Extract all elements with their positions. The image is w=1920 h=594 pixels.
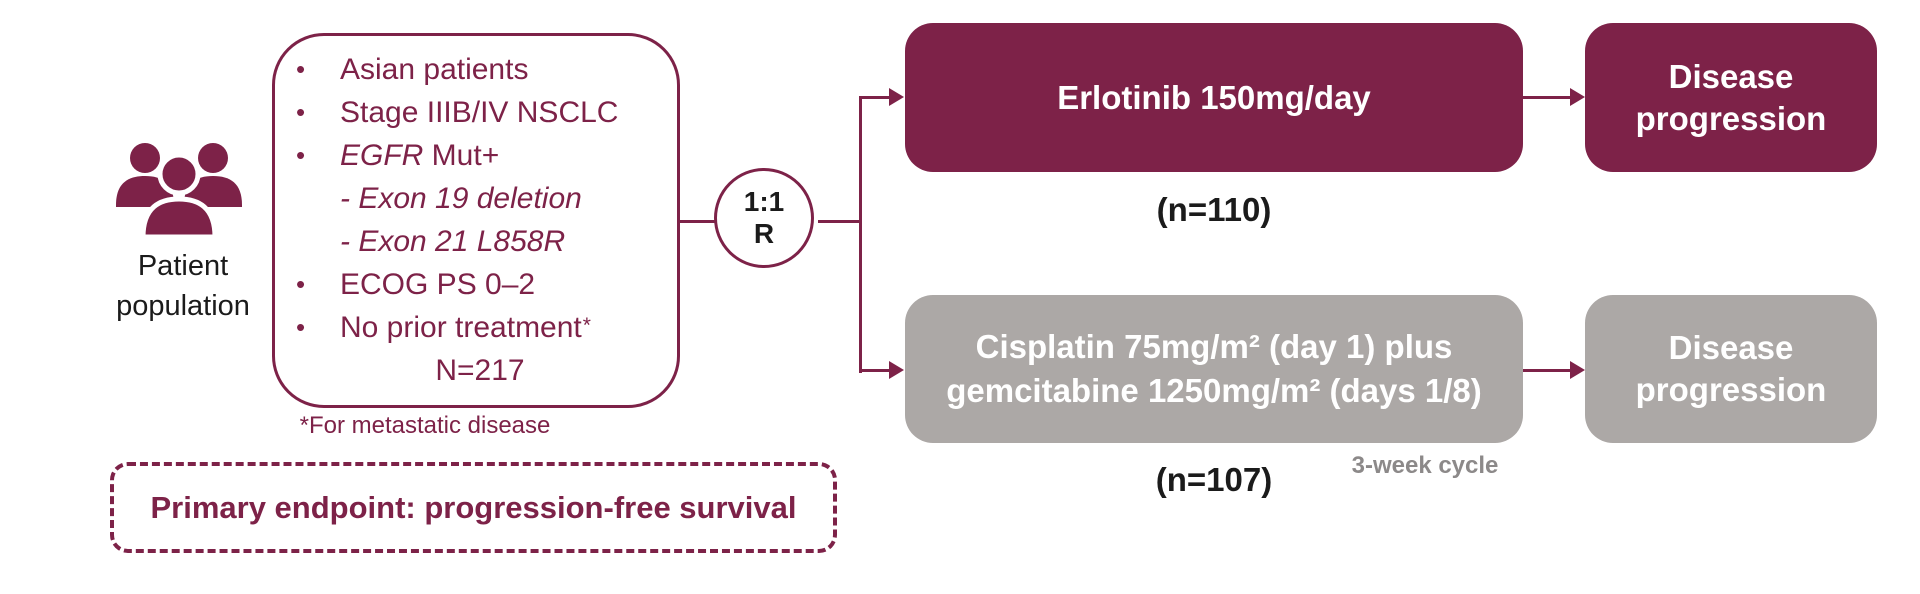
asterisk-footnote-marker: * (582, 313, 591, 337)
chemo-outcome-arrow-line (1523, 369, 1571, 372)
randomization-ratio: 1:1 (743, 186, 785, 217)
eligibility-item-text: Stage IIIB/IV NSCLC (340, 95, 619, 129)
erlotinib-outcome-box: Disease progression (1585, 23, 1877, 172)
eligibility-item-ecog: • ECOG PS 0–2 (296, 263, 664, 306)
erlotinib-arm-n: (n=110) (1156, 191, 1272, 228)
eligibility-item-egfr: • EGFR Mut+ (296, 134, 664, 177)
metastatic-disease-footnote: *For metastatic disease (299, 412, 551, 439)
eligibility-total-n-text: N=217 (435, 353, 525, 387)
patient-population-label: Patient population (83, 246, 283, 326)
chemo-arm-n: (n=107) (1155, 461, 1273, 498)
people-group-icon (116, 143, 242, 240)
connector-line-circle-to-branch (818, 220, 861, 223)
bullet-icon: • (296, 54, 306, 84)
eligibility-item-asian-patients: • Asian patients (296, 48, 664, 91)
eligibility-total-n: N=217 (296, 349, 664, 392)
eligibility-subitem-exon21: - Exon 21 L858R (296, 220, 664, 263)
patient-population-label-line1: Patient (137, 250, 229, 282)
eligibility-item-text: Mut+ (423, 138, 500, 172)
eligibility-item-text: No prior treatment (340, 310, 582, 344)
eligibility-subitem-exon19: - Exon 19 deletion (296, 177, 664, 220)
chemo-outcome-label: Disease progression (1635, 329, 1827, 408)
patient-population-label-line2: population (116, 290, 250, 322)
arrowhead-top-branch-icon (889, 88, 904, 106)
chemo-arm-box: Cisplatin 75mg/m² (day 1) plus gemcitabi… (905, 295, 1523, 443)
branch-vertical-line (859, 96, 862, 373)
erlotinib-outcome-label: Disease progression (1635, 57, 1827, 137)
eligibility-item-text: ECOG PS 0–2 (340, 267, 536, 301)
arrowhead-bottom-branch-icon (889, 361, 904, 379)
randomization-circle: 1:1 R (714, 168, 814, 268)
erlotinib-outcome-arrow-line (1523, 96, 1571, 99)
eligibility-criteria-box (272, 33, 680, 408)
randomization-r-label: R (753, 218, 775, 249)
bullet-icon: • (296, 312, 306, 342)
primary-endpoint-label: Primary endpoint: progression-free survi… (150, 489, 797, 525)
eligibility-item-text: Asian patients (340, 52, 529, 86)
bullet-icon: • (296, 269, 306, 299)
eligibility-item-egfr-gene: EGFR (340, 138, 424, 172)
bullet-icon: • (296, 140, 306, 170)
eligibility-item-stage: • Stage IIIB/IV NSCLC (296, 91, 664, 134)
eligibility-subitem-text: - Exon 21 L858R (340, 224, 566, 258)
erlotinib-arm-box: Erlotinib 150mg/day (905, 23, 1523, 172)
branch-line-top (859, 96, 890, 99)
eligibility-subitem-text: - Exon 19 deletion (340, 181, 582, 215)
eligibility-item-no-prior-treatment: • No prior treatment * (296, 306, 664, 349)
erlotinib-outcome-arrowhead-icon (1570, 88, 1585, 106)
chemo-cycle-note: 3-week cycle (1351, 452, 1499, 479)
bullet-icon: • (296, 97, 306, 127)
eligibility-criteria-list: • Asian patients • Stage IIIB/IV NSCLC •… (296, 48, 664, 392)
chemo-outcome-box: Disease progression (1585, 295, 1877, 443)
chemo-arm-label-line1: Cisplatin 75mg/m² (day 1) plus (975, 328, 1453, 365)
primary-endpoint-box: Primary endpoint: progression-free survi… (110, 462, 837, 553)
chemo-arm-label-line2: gemcitabine 1250mg/m² (days 1/8) (946, 372, 1482, 409)
connector-line-box-to-circle (680, 220, 716, 223)
erlotinib-arm-label: Erlotinib 150mg/day (1057, 78, 1371, 116)
chemo-outcome-arrowhead-icon (1570, 361, 1585, 379)
branch-line-bottom (859, 369, 890, 372)
